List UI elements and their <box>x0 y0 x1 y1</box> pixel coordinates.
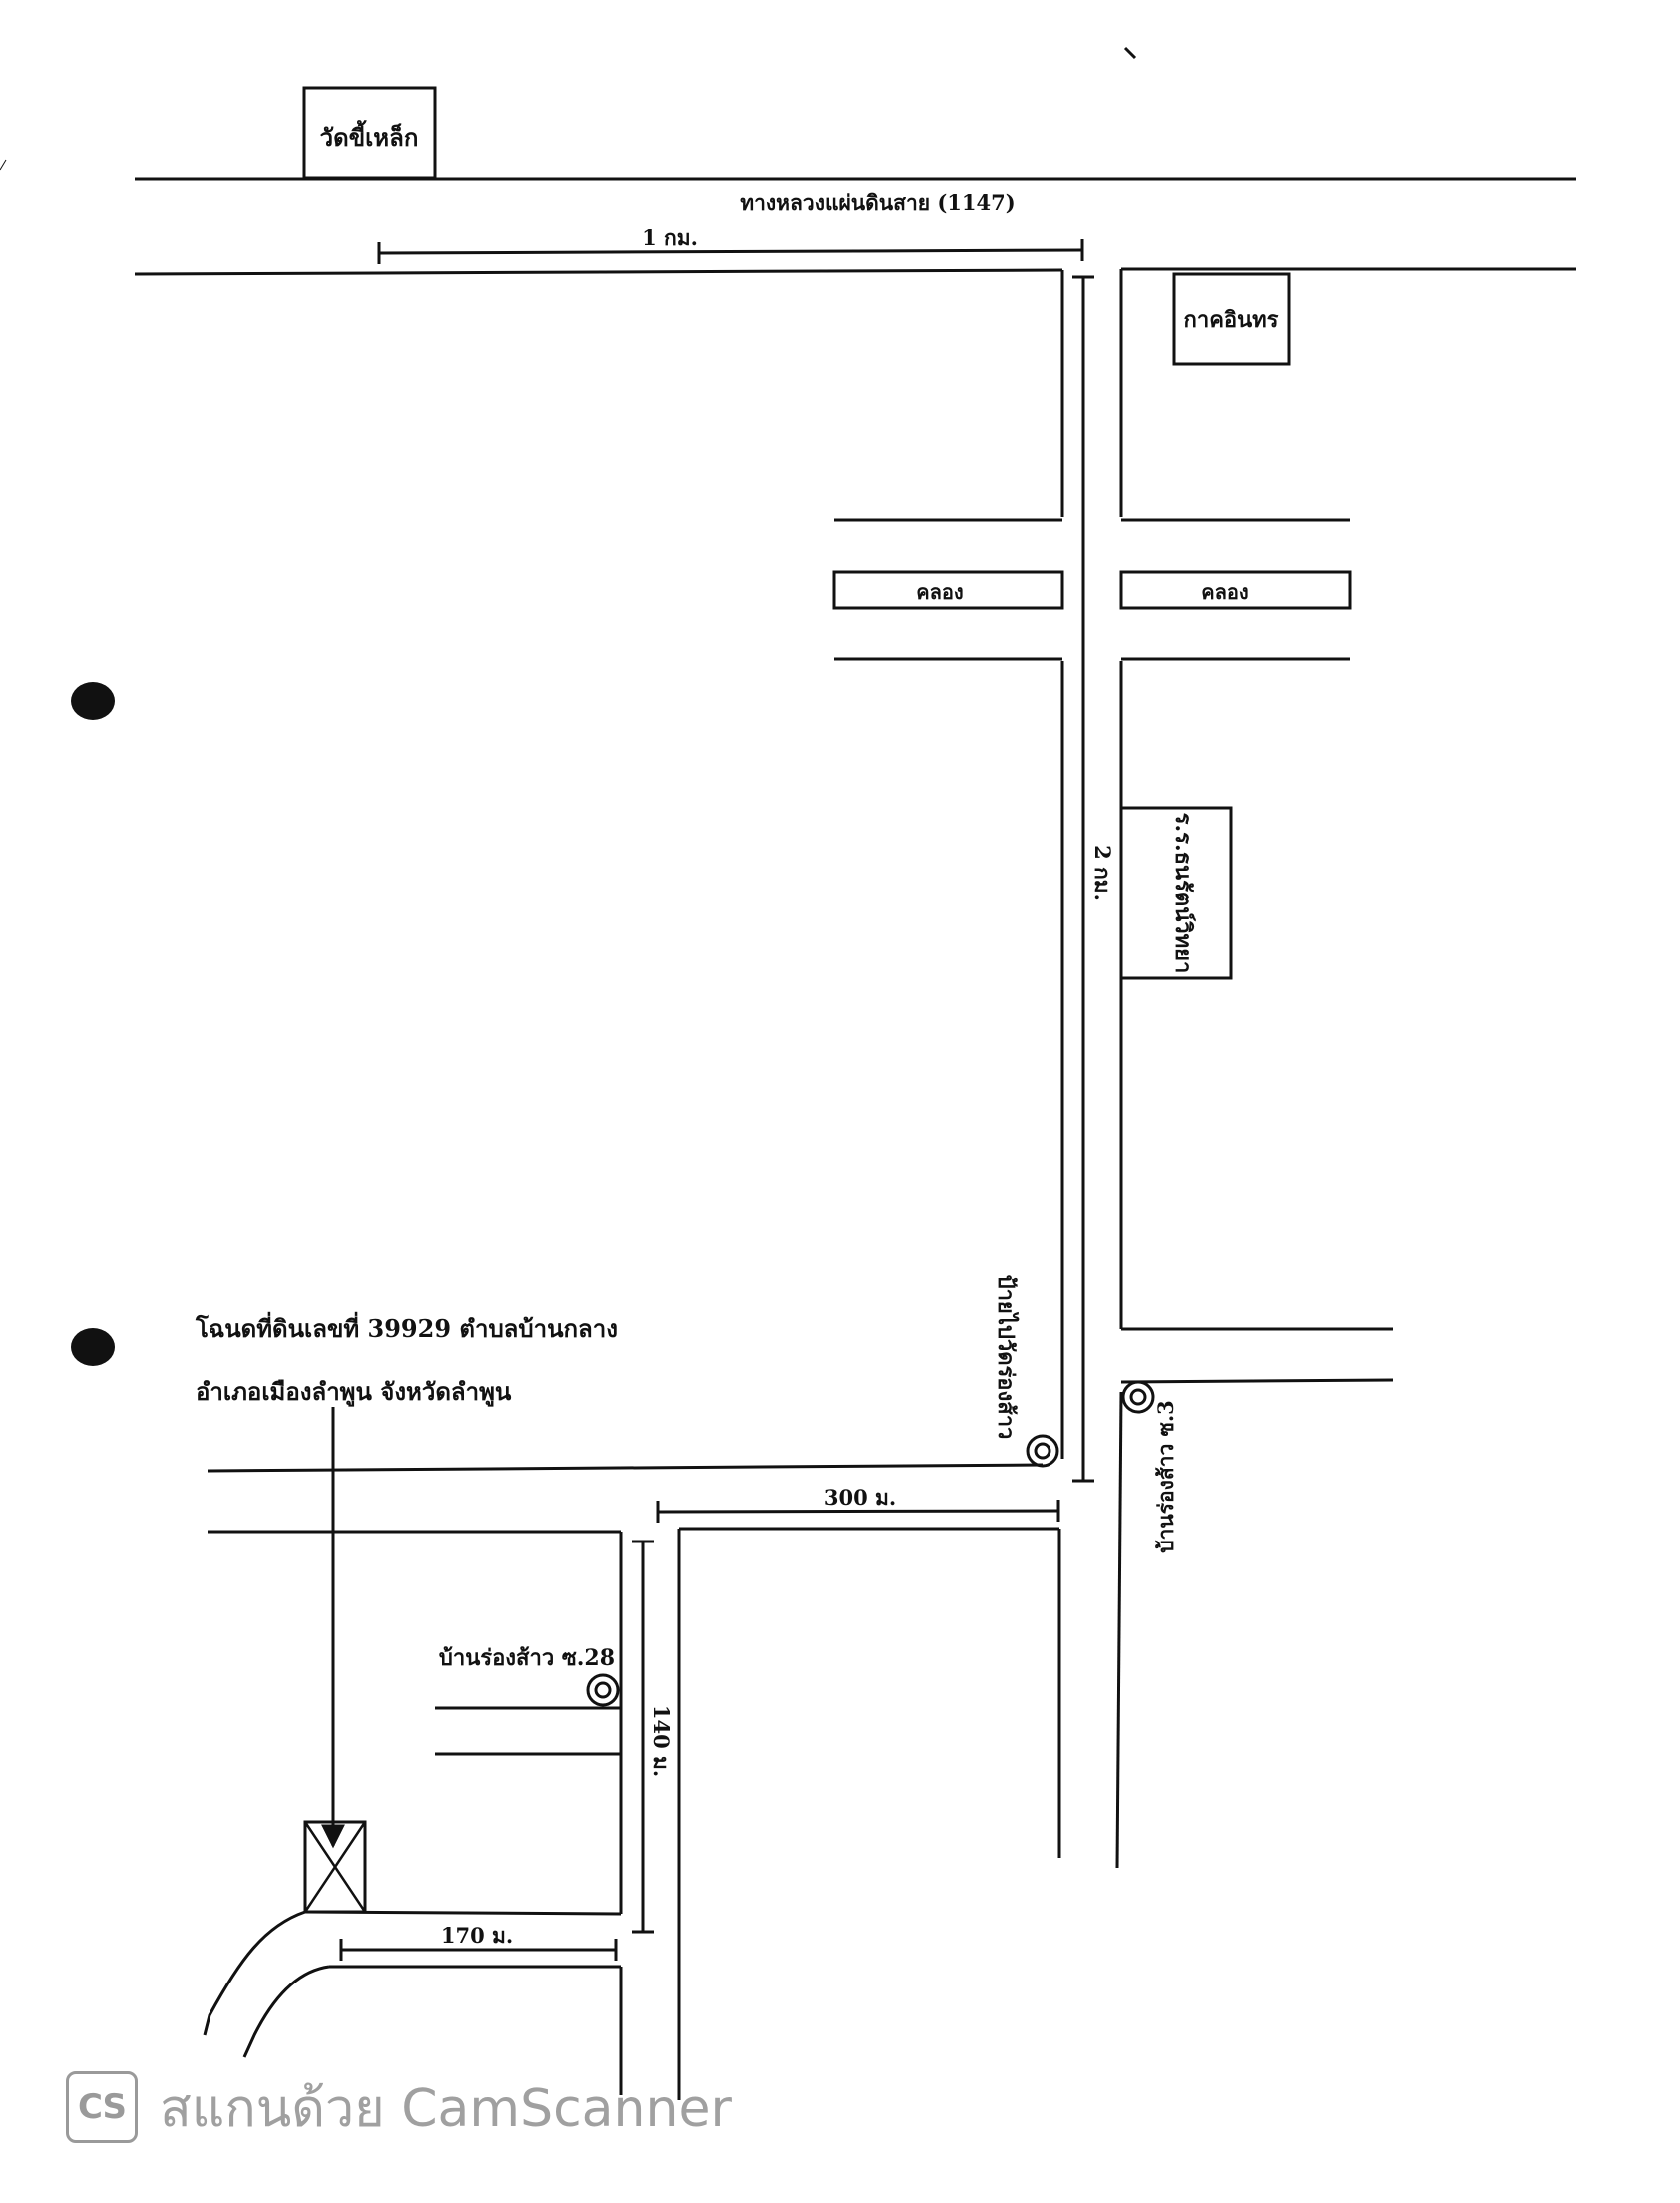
scan-speck-left <box>0 159 7 171</box>
camscanner-logo-icon: CS <box>66 2071 138 2143</box>
temple-label: วัดขี้เหล็ก <box>320 119 419 152</box>
punch-hole-top <box>71 682 115 720</box>
distance-140m-label: 140 ม. <box>649 1705 674 1777</box>
distance-2km-label: 2 กม. <box>1090 845 1115 901</box>
distance-140m-marker: 140 ม. <box>632 1540 674 1934</box>
camscanner-watermark-text: สแกนด้วย CamScanner <box>160 2078 732 2139</box>
property-description-line1: โฉนดที่ดินเลขที่ 39929 ตำบลบ้านกลาง <box>195 1311 618 1343</box>
sign-wat-label: ป้ายไปวัดร่องส้าว <box>993 1275 1020 1440</box>
moo3-sign: บ้านร่องส้าว ซ.3 <box>1121 1380 1178 1553</box>
wat-sign: ป้ายไปวัดร่องส้าว <box>993 1275 1059 1468</box>
property-description-line2: อำเภอเมืองลำพูน จังหวัดลำพูน <box>196 1377 512 1407</box>
sign-moo28-label: บ้านร่องส้าว ซ.28 <box>439 1645 615 1671</box>
gas-station-label: กาคอินทร <box>1184 307 1279 333</box>
punch-hole-bottom <box>71 1328 115 1366</box>
highway-label: ทางหลวงแผ่นดินสาย (1147) <box>740 190 1015 215</box>
distance-300m-label: 300 ม. <box>824 1485 896 1510</box>
school-label: ร.ร.ธนรัตน์วิทยา <box>1170 813 1196 974</box>
temple-landmark: วัดขี้เหล็ก <box>302 86 437 180</box>
main-road-east <box>1115 269 1123 1869</box>
moo28-lane <box>435 1706 621 1756</box>
distance-1km-label: 1 กม. <box>642 225 698 250</box>
secondary-road <box>207 1463 1059 1534</box>
distance-2km-marker: 2 กม. <box>1072 275 1115 1483</box>
canal-right-label: คลอง <box>1201 580 1248 604</box>
camscanner-watermark: CS สแกนด้วย CamScanner <box>66 2069 732 2145</box>
canal-crossing: คลอง คลอง <box>832 518 1352 661</box>
sign-moo3-label: บ้านร่องส้าว ซ.3 <box>1153 1400 1178 1553</box>
distance-1km-marker: 1 กม. <box>377 225 1084 264</box>
moo3-junction <box>1120 1327 1394 1384</box>
property-plot <box>303 1820 367 1914</box>
gas-station-landmark: กาคอินทร <box>1172 272 1291 366</box>
distance-170m-label: 170 ม. <box>441 1923 513 1948</box>
distance-170m-marker: 170 ม. <box>339 1923 618 1961</box>
scan-speck <box>1123 46 1137 60</box>
school-landmark: ร.ร.ธนรัตน์วิทยา <box>1119 806 1233 980</box>
moo28-sign: บ้านร่องส้าว ซ.28 <box>439 1645 620 1707</box>
distance-300m-marker: 300 ม. <box>656 1485 1060 1523</box>
canal-left-label: คลอง <box>916 580 963 604</box>
branch-road <box>619 1529 1061 2100</box>
